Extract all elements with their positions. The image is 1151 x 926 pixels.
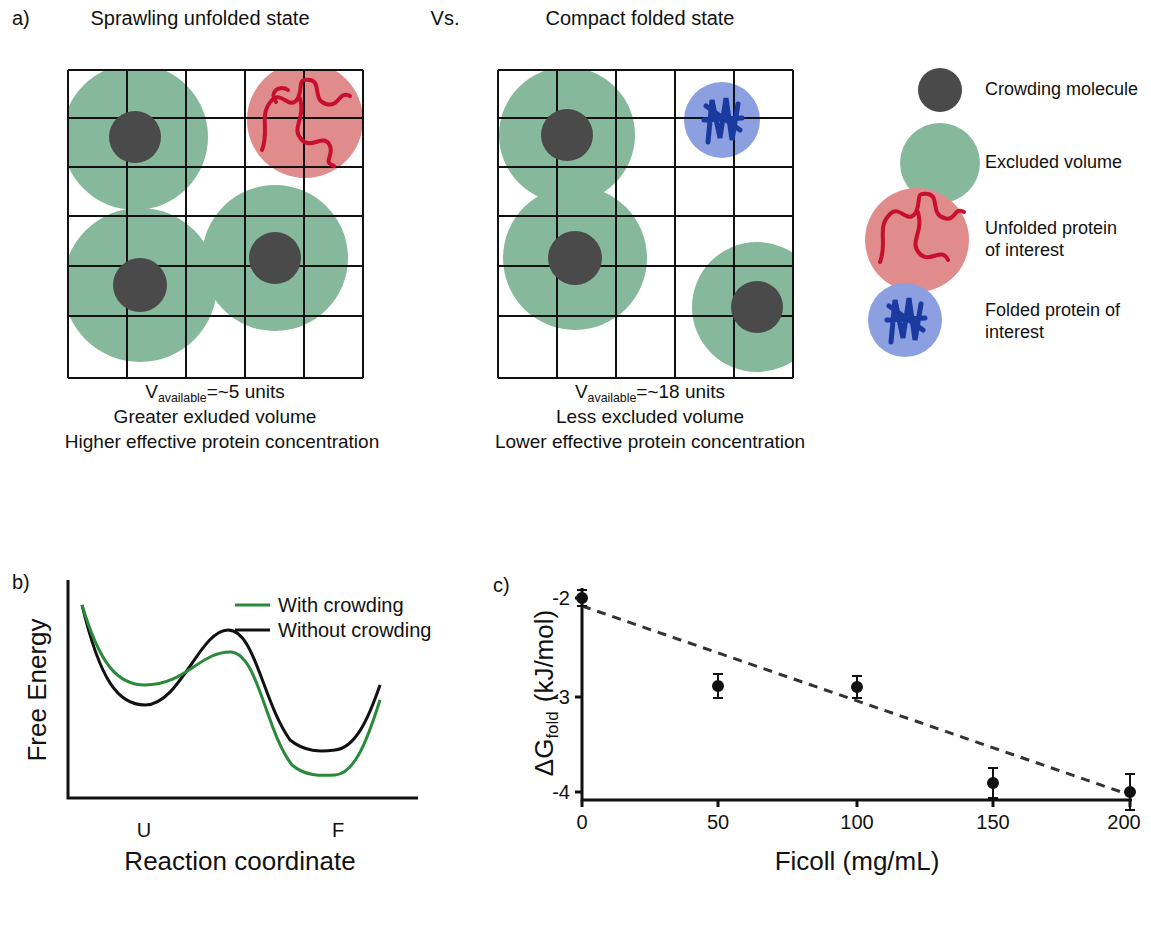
legend-text: With crowding: [278, 593, 404, 617]
label: Sprawling unfolded state: [90, 7, 309, 30]
unfolded-protein: [262, 80, 350, 166]
label-group: Vavailable=~5 units: [145, 381, 285, 403]
label: V: [145, 381, 158, 403]
ficoll-axes: [575, 588, 1132, 807]
label: Less excluded volume: [556, 406, 744, 428]
legend-swatch: [868, 283, 942, 357]
label: 0: [576, 811, 587, 834]
label: F: [332, 819, 344, 842]
label-group: Vavailable=~18 units: [575, 381, 725, 403]
data-points: [577, 590, 1135, 810]
label: -4: [552, 781, 570, 804]
label: Ficoll (mg/mL): [775, 847, 940, 877]
label: =~18 units: [636, 381, 725, 403]
label: V: [575, 381, 588, 403]
legend-text: Crowding molecule: [985, 79, 1138, 101]
label: c): [493, 574, 510, 597]
label: fold: [543, 711, 562, 738]
label: Vs.: [431, 7, 460, 30]
label: 100: [840, 811, 873, 834]
label: available: [588, 391, 637, 405]
label: Greater exluded volume: [114, 406, 317, 428]
energy-axes: [68, 580, 418, 798]
legend-text: Folded protein of interest: [985, 300, 1135, 343]
label: 150: [976, 811, 1009, 834]
legend-text: Without crowding: [278, 618, 431, 642]
label: ΔG: [530, 739, 560, 777]
label: b): [12, 571, 30, 594]
label: -3: [552, 686, 570, 709]
grid: [68, 70, 793, 378]
label: a): [12, 7, 30, 30]
label: Higher effective protein concentration: [65, 431, 379, 453]
label: Lower effective protein concentration: [495, 431, 805, 453]
legend-swatch: [235, 629, 270, 632]
legend-text: Excluded volume: [985, 152, 1122, 174]
label: Compact folded state: [546, 7, 735, 30]
legend-text: Unfolded protein of interest: [985, 218, 1135, 261]
label: 50: [707, 811, 729, 834]
folded-scene: [499, 70, 793, 372]
label: =~5 units: [207, 381, 285, 403]
unfolded-scene: [68, 70, 363, 362]
label: 200: [1107, 811, 1140, 834]
folded-protein: [704, 98, 742, 142]
label: Reaction coordinate: [124, 847, 355, 877]
legend-swatch: [918, 68, 962, 112]
label: U: [137, 819, 151, 842]
fit-line: [582, 606, 1130, 795]
label: available: [158, 391, 207, 405]
legend-swatch: [865, 188, 969, 292]
label: Free Energy: [23, 618, 53, 761]
crowders: [109, 109, 783, 333]
legend-swatch: [235, 604, 270, 607]
label: -2: [552, 587, 570, 610]
